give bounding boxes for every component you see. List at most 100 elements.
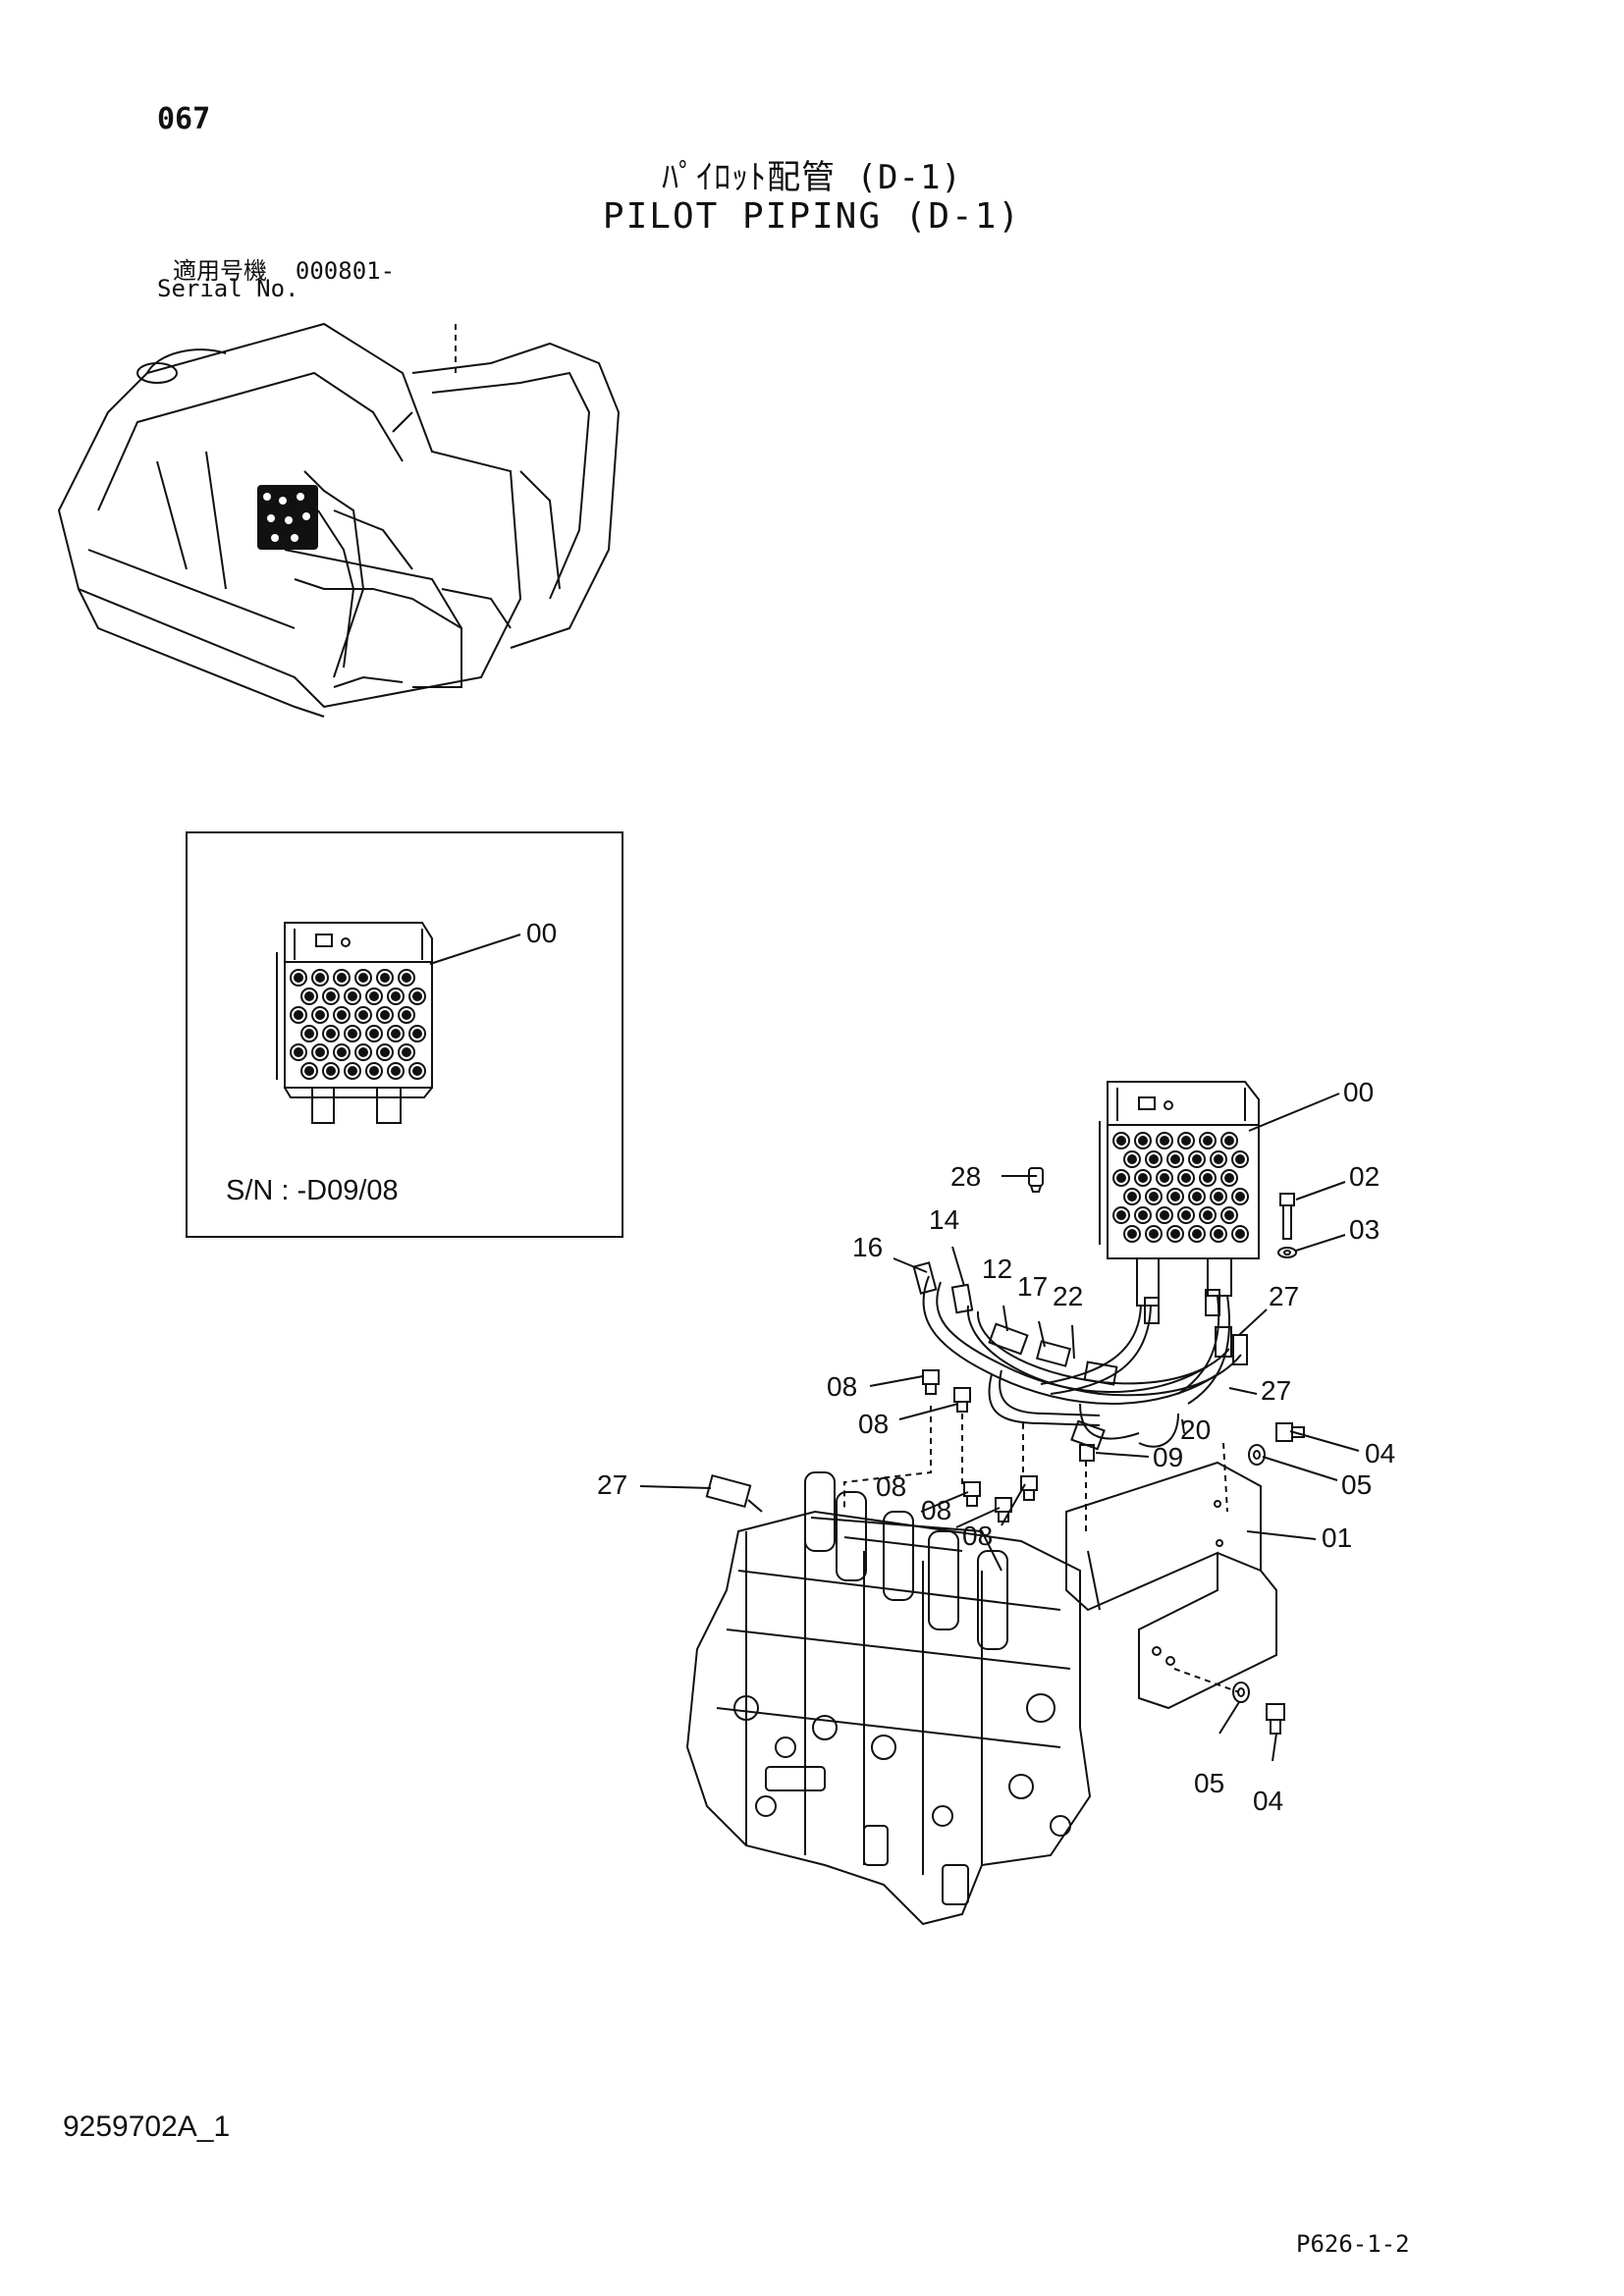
inset-leader xyxy=(429,934,521,965)
main-fitting-core-2 xyxy=(1138,1136,1148,1146)
callout-28: 28 xyxy=(950,1161,981,1192)
callout-08-e: 08 xyxy=(962,1521,993,1551)
pilot-hoses xyxy=(912,1261,1248,1448)
callout-05-top: 05 xyxy=(1341,1469,1372,1500)
inset-fitting-core-28 xyxy=(358,1047,368,1057)
callout-08-d: 08 xyxy=(921,1495,951,1525)
inset-fitting-2 xyxy=(311,969,329,987)
main-fitting-17 xyxy=(1199,1169,1217,1187)
inset-fitting-5 xyxy=(376,969,394,987)
callout-27-middle: 27 xyxy=(1261,1375,1291,1406)
inset-fitting-core-15 xyxy=(337,1010,347,1020)
main-fitting-core-16 xyxy=(1181,1173,1191,1183)
inset-fitting-core-10 xyxy=(369,991,379,1001)
main-fitting-core-22 xyxy=(1192,1192,1202,1201)
callout-04-top: 04 xyxy=(1365,1438,1395,1468)
inset-fitting-core-22 xyxy=(369,1029,379,1039)
main-fitting-29 xyxy=(1199,1206,1217,1224)
alignment-lines xyxy=(843,1406,1240,1693)
inset-fitting-19 xyxy=(300,1025,318,1042)
inset-fitting-core-14 xyxy=(315,1010,325,1020)
inset-fitting-21 xyxy=(344,1025,361,1042)
main-fitting-20 xyxy=(1145,1188,1163,1205)
main-fitting-4 xyxy=(1177,1132,1195,1149)
machine-overview-illustration xyxy=(57,322,621,718)
inset-fitting-core-13 xyxy=(294,1010,303,1020)
inset-fitting-26 xyxy=(311,1043,329,1061)
main-fitting-9 xyxy=(1166,1150,1184,1168)
main-fitting-18 xyxy=(1220,1169,1238,1187)
inset-fitting-core-32 xyxy=(326,1066,336,1076)
inset-serial-note: S/N : -D09/08 xyxy=(226,1175,399,1206)
inset-fitting-17 xyxy=(376,1006,394,1024)
inset-fitting-16 xyxy=(354,1006,372,1024)
inset-fitting-core-2 xyxy=(315,973,325,983)
inset-fitting-23 xyxy=(387,1025,405,1042)
inset-fitting-9 xyxy=(344,988,361,1005)
inset-fitting-18 xyxy=(398,1006,415,1024)
main-fitting-19 xyxy=(1123,1188,1141,1205)
main-fitting-14 xyxy=(1134,1169,1152,1187)
inset-valve-block xyxy=(276,922,433,1124)
main-fitting-15 xyxy=(1156,1169,1173,1187)
inset-fitting-core-36 xyxy=(412,1066,422,1076)
inset-fitting-13 xyxy=(290,1006,307,1024)
inset-fitting-12 xyxy=(408,988,426,1005)
inset-fitting-core-12 xyxy=(412,991,422,1001)
main-fitting-core-3 xyxy=(1160,1136,1169,1146)
main-fitting-3 xyxy=(1156,1132,1173,1149)
main-fitting-13 xyxy=(1112,1169,1130,1187)
main-fitting-core-14 xyxy=(1138,1173,1148,1183)
main-fitting-34 xyxy=(1188,1225,1206,1243)
inset-fitting-1 xyxy=(290,969,307,987)
inset-fitting-core-31 xyxy=(304,1066,314,1076)
inset-fitting-34 xyxy=(365,1062,383,1080)
main-fitting-35 xyxy=(1210,1225,1227,1243)
fitting-08-a xyxy=(922,1369,940,1395)
inset-fitting-core-18 xyxy=(402,1010,411,1020)
pilot-valve-block xyxy=(1099,1081,1260,1307)
main-fitting-core-27 xyxy=(1160,1210,1169,1220)
main-fitting-core-26 xyxy=(1138,1210,1148,1220)
inset-fitting-31 xyxy=(300,1062,318,1080)
sensor-27 xyxy=(705,1473,763,1513)
callout-00: 00 xyxy=(1343,1077,1374,1107)
main-fitting-8 xyxy=(1145,1150,1163,1168)
fitting-08-e xyxy=(1020,1475,1038,1501)
serial-label-jp: 適用号機 xyxy=(173,257,267,285)
inset-fitting-36 xyxy=(408,1062,426,1080)
main-fitting-16 xyxy=(1177,1169,1195,1187)
inset-fitting-core-19 xyxy=(304,1029,314,1039)
inset-fitting-32 xyxy=(322,1062,340,1080)
inset-fitting-20 xyxy=(322,1025,340,1042)
inset-frame xyxy=(186,831,623,1238)
main-fitting-core-12 xyxy=(1235,1154,1245,1164)
inset-fitting-core-7 xyxy=(304,991,314,1001)
main-fitting-core-7 xyxy=(1127,1154,1137,1164)
bolt-04-bottom xyxy=(1266,1703,1285,1735)
main-fitting-21 xyxy=(1166,1188,1184,1205)
washer-03 xyxy=(1277,1247,1297,1258)
inset-fitting-29 xyxy=(376,1043,394,1061)
serial-value: 000801- xyxy=(295,257,396,285)
inset-fitting-11 xyxy=(387,988,405,1005)
fitting-08-d xyxy=(995,1497,1012,1522)
document-number: 9259702A_1 xyxy=(63,2110,231,2143)
main-fitting-core-30 xyxy=(1224,1210,1234,1220)
main-fitting-22 xyxy=(1188,1188,1206,1205)
main-fitting-core-31 xyxy=(1127,1229,1137,1239)
main-fitting-core-33 xyxy=(1170,1229,1180,1239)
inset-fitting-core-6 xyxy=(402,973,411,983)
main-fitting-core-24 xyxy=(1235,1192,1245,1201)
main-fitting-core-36 xyxy=(1235,1229,1245,1239)
inset-fitting-33 xyxy=(344,1062,361,1080)
main-fitting-core-6 xyxy=(1224,1136,1234,1146)
main-fitting-core-5 xyxy=(1203,1136,1213,1146)
main-fitting-10 xyxy=(1188,1150,1206,1168)
washer-05-top xyxy=(1248,1444,1266,1466)
fitting-09 xyxy=(1070,1419,1106,1462)
main-fitting-core-11 xyxy=(1214,1154,1223,1164)
bracket-01 xyxy=(1065,1461,1277,1710)
main-fitting-core-1 xyxy=(1116,1136,1126,1146)
inset-fitting-30 xyxy=(398,1043,415,1061)
